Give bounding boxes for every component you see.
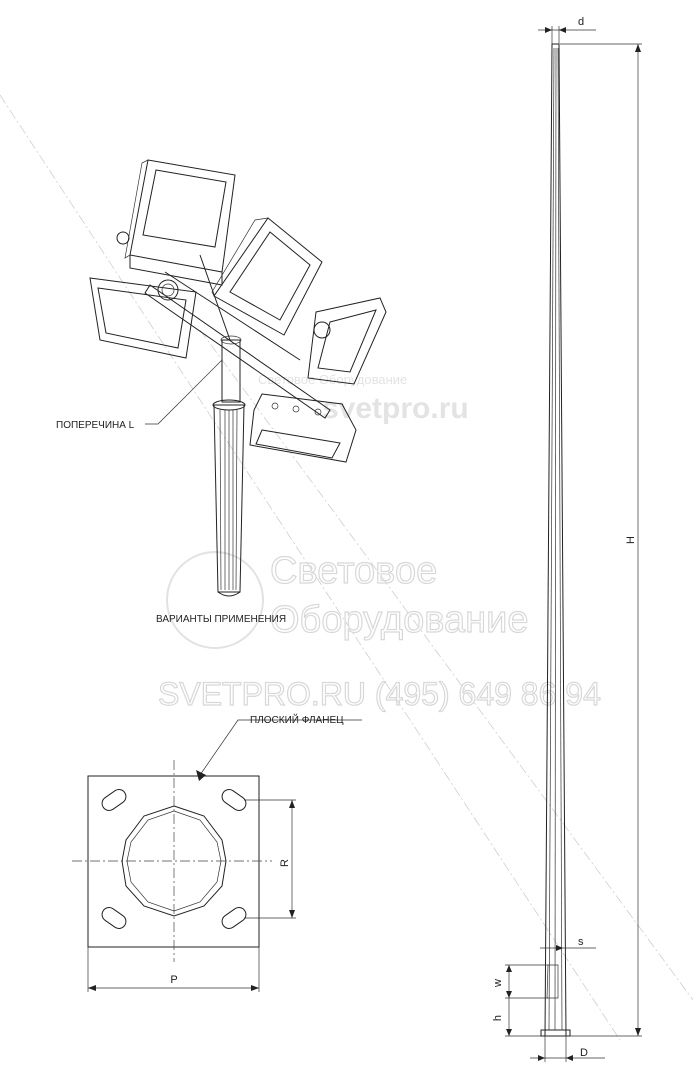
floodlight-1 bbox=[116, 159, 236, 286]
floodlight-4 bbox=[307, 297, 387, 385]
watermark-small-line1: Световое Оборудование bbox=[258, 372, 407, 387]
watermark: Световое Оборудование SVETPRO.RU (495) 6… bbox=[157, 372, 601, 713]
pole-elevation bbox=[505, 26, 642, 1062]
flange-opening bbox=[121, 805, 227, 917]
dim-w: w bbox=[492, 979, 504, 988]
dim-R: R bbox=[279, 859, 291, 867]
dim-s: s bbox=[578, 936, 584, 948]
flat-flange-view bbox=[72, 719, 362, 992]
flange-slots bbox=[101, 789, 247, 929]
watermark-line3: SVETPRO.RU (495) 649 86 94 bbox=[158, 676, 601, 712]
dim-h: h bbox=[492, 1015, 504, 1021]
pole-base bbox=[540, 1029, 571, 1037]
floodlight-3 bbox=[89, 277, 197, 359]
flange-leader bbox=[199, 719, 362, 776]
crossbar-label: ПОПЕРЕЧИНА L bbox=[56, 420, 135, 431]
flange-plate bbox=[87, 775, 260, 948]
watermark-line2: Оборудование bbox=[270, 599, 528, 641]
dim-H: H bbox=[625, 536, 637, 544]
watermark-small-line2: svetpro.ru bbox=[322, 392, 469, 425]
construction-lines bbox=[0, 94, 693, 1041]
floodlight-2 bbox=[211, 217, 323, 336]
floodlight-5 bbox=[249, 393, 357, 463]
dim-D: D bbox=[580, 1047, 588, 1059]
flat-flange-label: ПЛОСКИЙ ФЛАНЕЦ bbox=[250, 713, 344, 726]
dim-P: P bbox=[170, 974, 177, 986]
dim-d: d bbox=[578, 16, 584, 28]
pole-shaft bbox=[212, 335, 246, 597]
usage-variant-illustration bbox=[89, 159, 387, 597]
usage-variants-label: ВАРИАНТЫ ПРИМЕНЕНИЯ bbox=[156, 614, 286, 625]
pole-hatch bbox=[546, 964, 559, 999]
watermark-line1: Световое bbox=[270, 550, 437, 592]
crossbar-leader bbox=[145, 359, 223, 425]
